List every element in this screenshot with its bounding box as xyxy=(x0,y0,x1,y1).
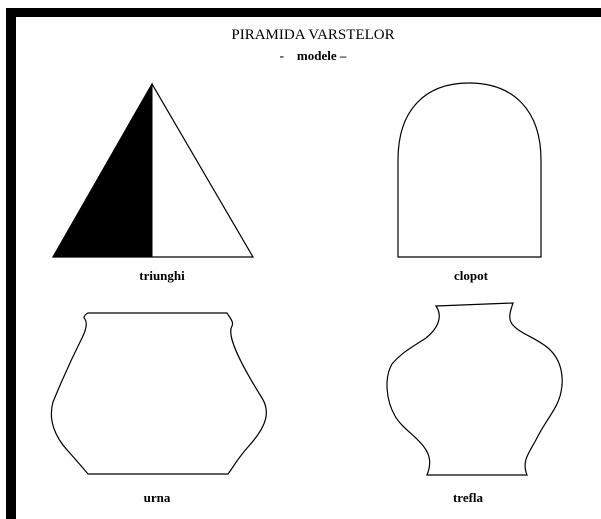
label-trefla: trefla xyxy=(408,490,528,506)
label-urna: urna xyxy=(97,490,217,506)
trefla-shape xyxy=(387,303,562,475)
urna-shape xyxy=(51,313,266,474)
label-triunghi: triunghi xyxy=(102,268,222,284)
triunghi-shape xyxy=(53,84,253,257)
label-clopot: clopot xyxy=(411,268,531,284)
clopot-shape xyxy=(398,83,541,257)
